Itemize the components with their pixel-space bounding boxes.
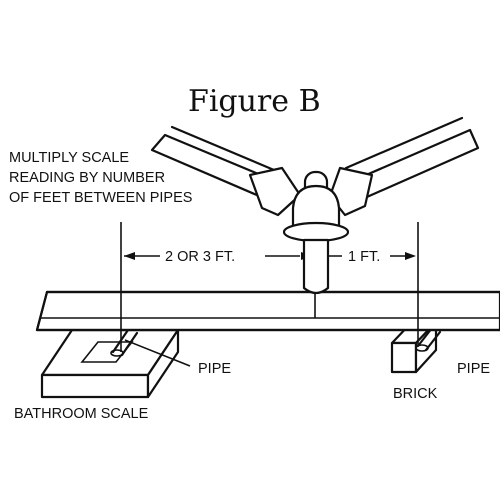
- label-pipe-right: PIPE: [457, 361, 490, 377]
- pipe-left-leader: [124, 339, 191, 367]
- dimension-right-label: 1 FT.: [348, 249, 380, 265]
- figure-title: Figure B: [188, 84, 321, 119]
- dimension-left-label: 2 OR 3 FT.: [165, 249, 235, 265]
- instruction-line-3: OF FEET BETWEEN PIPES: [9, 190, 192, 206]
- y-pipe-fitting: [150, 116, 480, 295]
- instruction-line-1: MULTIPLY SCALE: [9, 150, 129, 166]
- instruction-line-2: READING BY NUMBER: [9, 170, 165, 186]
- label-bathroom-scale: BATHROOM SCALE: [14, 406, 149, 422]
- label-brick: BRICK: [393, 386, 438, 402]
- label-pipe-left: PIPE: [198, 361, 231, 377]
- wooden-board: [35, 290, 500, 332]
- bathroom-scale: [40, 328, 180, 399]
